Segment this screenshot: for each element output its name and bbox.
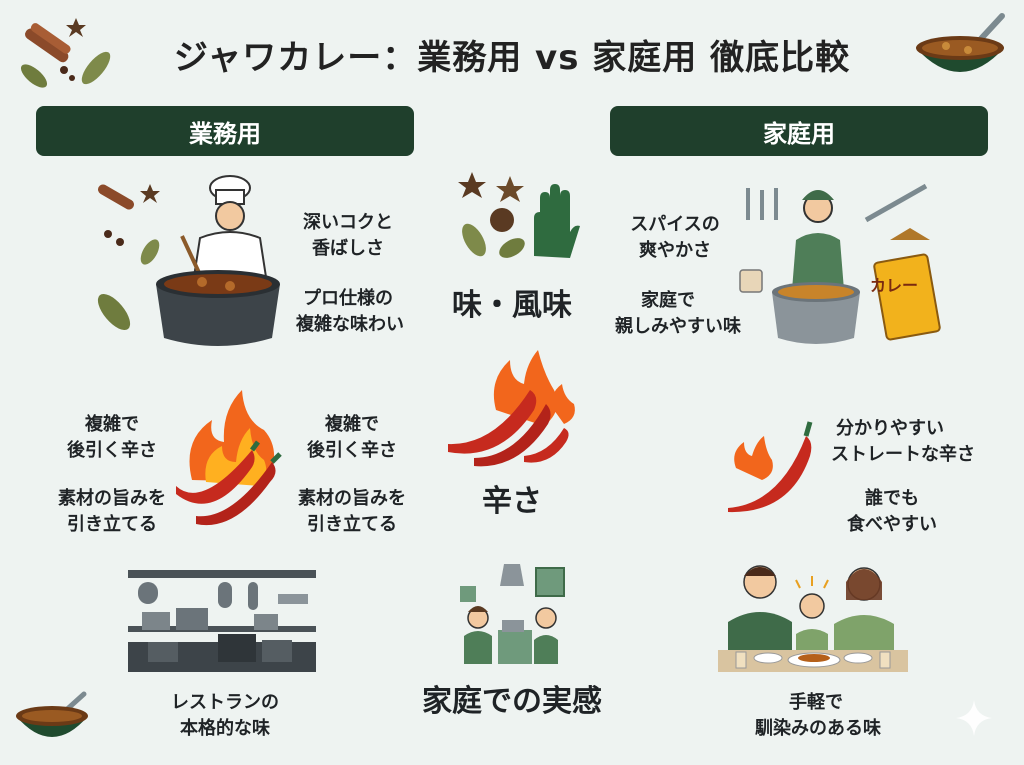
package-label: カレー bbox=[870, 276, 919, 295]
heat-home-line4: 食べやすい bbox=[847, 514, 937, 535]
exp-home-line2: 馴染みのある味 bbox=[755, 718, 881, 739]
family-dinner-icon bbox=[718, 565, 908, 672]
heat-commercial-right-line3: 素材の旨みを bbox=[298, 488, 406, 509]
taste-home-line2: 爽やかさ bbox=[639, 240, 711, 261]
exp-commercial-line2: 本格的な味 bbox=[180, 718, 270, 739]
family-kitchen-icon bbox=[460, 564, 565, 664]
exp-commercial-line1: レストランの bbox=[171, 692, 279, 713]
category-experience: 家庭での実感 bbox=[422, 684, 602, 719]
home-chili-icon bbox=[728, 421, 813, 513]
exp-home-line1: 手軽で bbox=[789, 692, 843, 713]
taste-home-line4: 親しみやすい味 bbox=[615, 316, 741, 337]
spices-decoration-icon bbox=[20, 18, 111, 88]
curry-bowl-small-icon bbox=[16, 691, 88, 737]
heat-commercial-left-line1: 複雑で bbox=[85, 414, 139, 435]
curry-bowl-icon bbox=[916, 13, 1005, 72]
heat-commercial-right-line2: 後引く辛さ bbox=[307, 440, 397, 461]
heat-home-line2: ストレートな辛さ bbox=[831, 444, 975, 465]
header-home: 家庭用 bbox=[610, 106, 988, 156]
chef-cooking-icon bbox=[97, 175, 280, 346]
heat-commercial-right-line1: 複雑で bbox=[325, 414, 379, 435]
heat-commercial-left-line2: 後引く辛さ bbox=[67, 440, 157, 461]
home-cook-icon bbox=[739, 183, 941, 344]
taste-commercial-line4: 複雑な味わい bbox=[296, 314, 404, 335]
header-commercial: 業務用 bbox=[36, 106, 414, 156]
taste-commercial-line3: プロ仕様の bbox=[303, 288, 393, 309]
category-heat: 辛さ bbox=[482, 484, 542, 519]
sparkle-icon bbox=[956, 700, 992, 736]
spices-glove-icon bbox=[458, 172, 580, 258]
heat-commercial-left-line4: 引き立てる bbox=[67, 514, 157, 535]
heat-commercial-left-line3: 素材の旨みを bbox=[58, 488, 166, 509]
restaurant-kitchen-icon bbox=[128, 570, 316, 672]
taste-commercial-line1: 深いコクと bbox=[303, 212, 393, 233]
page-title: ジャワカレー：業務用 vs 家庭用 徹底比較 bbox=[173, 38, 851, 78]
heat-home-line3: 誰でも bbox=[865, 488, 919, 509]
heat-home-line1: 分かりやすい bbox=[836, 418, 944, 439]
taste-home-line3: 家庭で bbox=[641, 290, 695, 311]
commercial-chili-fire-icon bbox=[176, 390, 282, 526]
taste-commercial-line2: 香ばしさ bbox=[312, 238, 384, 259]
taste-home-line1: スパイスの bbox=[630, 214, 720, 235]
heat-commercial-right-line4: 引き立てる bbox=[307, 514, 397, 535]
category-taste: 味・風味 bbox=[452, 288, 572, 323]
center-chili-fire-icon bbox=[448, 350, 575, 467]
